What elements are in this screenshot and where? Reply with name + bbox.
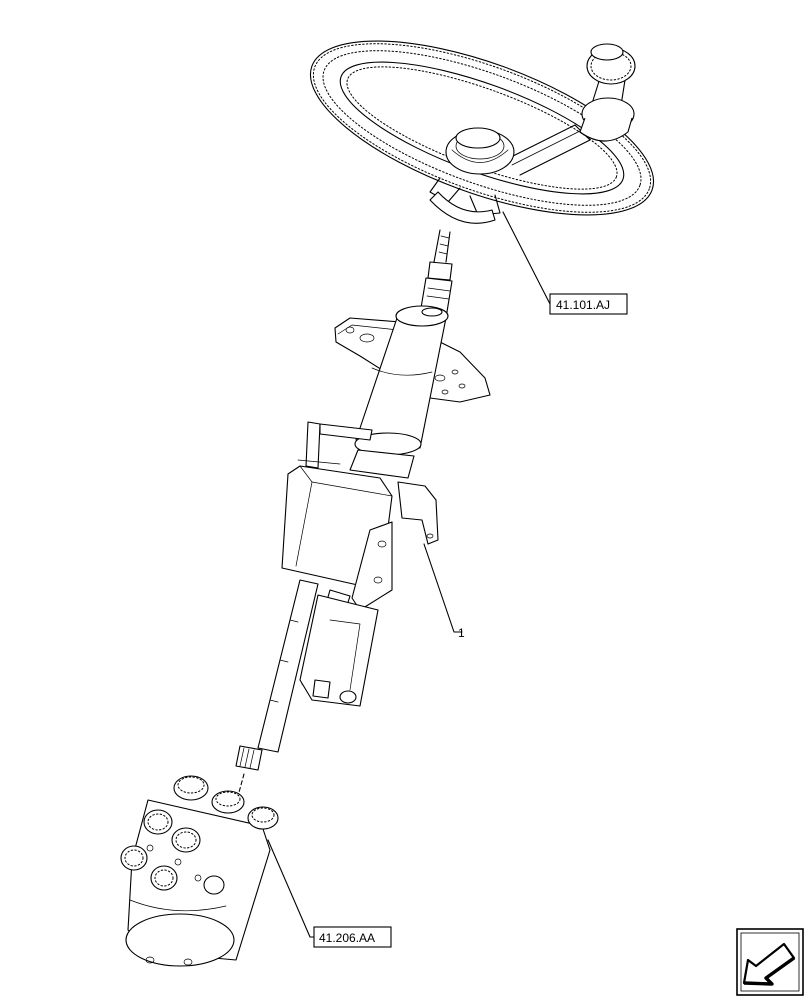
navigation-arrow-icon[interactable] <box>736 928 804 996</box>
callout-box-steering-unit <box>313 926 392 948</box>
lower-shaft <box>235 579 319 797</box>
callout-column: 1 <box>423 543 465 640</box>
steering-unit <box>120 775 279 967</box>
callout-label-steering-unit: 41.206.AA <box>319 931 375 945</box>
callout-steering-wheel: 41.101.AJ <box>502 211 628 315</box>
callout-box-steering-wheel <box>549 293 628 315</box>
callout-label-item-1: 1 <box>458 626 465 640</box>
callout-label-steering-wheel: 41.101.AJ <box>556 298 610 312</box>
upper-shaft <box>419 229 453 319</box>
callout-steering-unit: 41.206.AA <box>267 839 392 948</box>
steering-wheel <box>309 40 655 224</box>
spinner-knob <box>579 43 636 142</box>
tilt-bracket <box>281 421 439 707</box>
column-tube <box>349 305 449 479</box>
